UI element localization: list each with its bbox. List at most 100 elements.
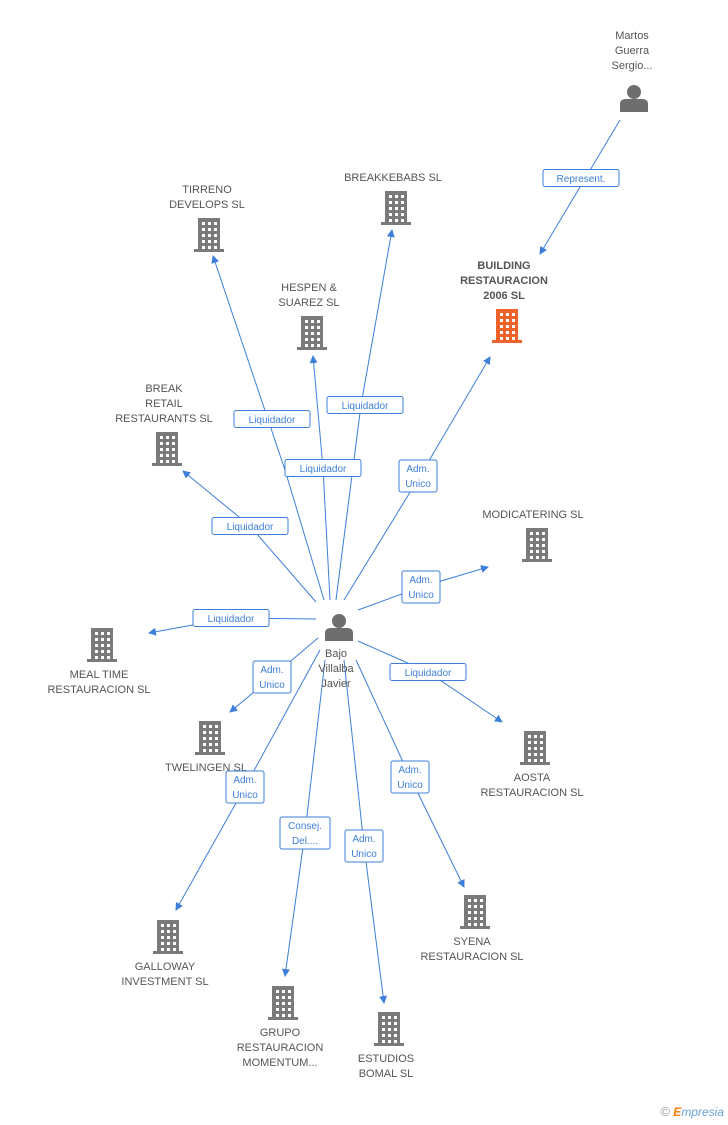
building-window bbox=[311, 338, 314, 341]
building-window bbox=[500, 313, 503, 316]
building-window bbox=[530, 550, 533, 553]
building-window bbox=[160, 448, 163, 451]
building-window bbox=[101, 650, 104, 653]
building-icon bbox=[152, 432, 182, 466]
building-window bbox=[480, 917, 483, 920]
edge-label-box bbox=[279, 816, 331, 850]
building-window bbox=[173, 936, 176, 939]
building-window bbox=[160, 442, 163, 445]
building-window bbox=[395, 219, 398, 222]
building-window bbox=[542, 556, 545, 559]
node-grupo[interactable]: GRUPORESTAURACIONMOMENTUM... bbox=[237, 986, 324, 1069]
building-window bbox=[394, 1016, 397, 1019]
building-icon bbox=[374, 1012, 404, 1046]
edge-label-bajo-hespen[interactable]: Liquidador bbox=[284, 459, 362, 477]
node-label: RESTAURACION bbox=[460, 275, 548, 287]
building-window bbox=[95, 650, 98, 653]
building-window bbox=[208, 234, 211, 237]
building-window bbox=[282, 1008, 285, 1011]
node-hespen[interactable]: HESPEN &SUAREZ SL bbox=[278, 282, 340, 350]
edge-label-bajo-building[interactable]: Adm.Unico bbox=[398, 459, 438, 493]
node-label: TIRRENO bbox=[182, 184, 232, 196]
building-window bbox=[305, 338, 308, 341]
building-window bbox=[203, 737, 206, 740]
building-window bbox=[209, 743, 212, 746]
edge-label-bajo-break[interactable]: Liquidador bbox=[211, 517, 289, 535]
building-window bbox=[474, 899, 477, 902]
edge-label-bajo-twelingen[interactable]: Adm.Unico bbox=[252, 660, 292, 694]
building-window bbox=[173, 930, 176, 933]
node-martos[interactable]: MartosGuerraSergio... bbox=[612, 30, 653, 112]
building-window bbox=[468, 905, 471, 908]
building-window bbox=[161, 948, 164, 951]
empresia-brand: © Empresia bbox=[660, 1104, 724, 1119]
node-label: MEAL TIME bbox=[70, 669, 129, 681]
building-window bbox=[203, 743, 206, 746]
building-window bbox=[101, 632, 104, 635]
building-window bbox=[506, 319, 509, 322]
building-window bbox=[288, 1014, 291, 1017]
edge-label-text: Liquidador bbox=[300, 464, 347, 475]
building-icon bbox=[194, 218, 224, 252]
building-window bbox=[388, 1040, 391, 1043]
edge-label-bajo-grupo[interactable]: Consej.Del.... bbox=[279, 816, 331, 850]
building-icon bbox=[297, 316, 327, 350]
building-window bbox=[401, 207, 404, 210]
building-window bbox=[166, 436, 169, 439]
building-window bbox=[512, 337, 515, 340]
node-label: RESTAURACION bbox=[237, 1042, 324, 1054]
building-window bbox=[382, 1040, 385, 1043]
edge-label-martos-building[interactable]: Represent. bbox=[542, 169, 620, 187]
edge-label-bajo-estudios[interactable]: Adm.Unico bbox=[344, 829, 384, 863]
edge-label-bajo-tirreno[interactable]: Liquidador bbox=[233, 410, 311, 428]
building-window bbox=[500, 337, 503, 340]
node-breakkebabs[interactable]: BREAKKEBABS SL bbox=[344, 172, 442, 225]
node-label: HESPEN & bbox=[281, 282, 337, 294]
building-window bbox=[395, 213, 398, 216]
node-modicatering[interactable]: MODICATERING SL bbox=[482, 509, 584, 562]
building-window bbox=[528, 741, 531, 744]
building-base bbox=[492, 340, 522, 343]
building-window bbox=[160, 436, 163, 439]
node-label: RESTAURACION SL bbox=[420, 951, 523, 963]
building-window bbox=[394, 1040, 397, 1043]
edge-label-box bbox=[398, 459, 438, 493]
building-window bbox=[305, 332, 308, 335]
node-label: BREAK bbox=[145, 383, 183, 395]
edge-label-bajo-aosta[interactable]: Liquidador bbox=[389, 663, 467, 681]
edge-label-bajo-modicatering[interactable]: Adm.Unico bbox=[401, 570, 441, 604]
building-window bbox=[167, 930, 170, 933]
node-label: BREAKKEBABS SL bbox=[344, 172, 442, 184]
edge-label-bajo-breakkebabs[interactable]: Liquidador bbox=[326, 396, 404, 414]
building-window bbox=[468, 917, 471, 920]
building-window bbox=[534, 741, 537, 744]
edge-label-text: Del.... bbox=[292, 836, 318, 847]
building-window bbox=[394, 1022, 397, 1025]
building-window bbox=[202, 234, 205, 237]
edge-label-bajo-mealtime[interactable]: Liquidador bbox=[192, 609, 270, 627]
building-window bbox=[167, 942, 170, 945]
edge-label-text: Adm. bbox=[260, 665, 283, 676]
building-window bbox=[317, 320, 320, 323]
building-window bbox=[474, 917, 477, 920]
building-base bbox=[152, 463, 182, 466]
building-window bbox=[389, 213, 392, 216]
building-window bbox=[209, 731, 212, 734]
node-twelingen[interactable]: TWELINGEN SL bbox=[165, 721, 247, 774]
building-base bbox=[87, 659, 117, 662]
building-window bbox=[202, 228, 205, 231]
building-window bbox=[172, 436, 175, 439]
edge-label-text: Liquidador bbox=[342, 401, 389, 412]
edge-label-bajo-galloway[interactable]: Adm.Unico bbox=[225, 770, 265, 804]
edge-label-bajo-syena[interactable]: Adm.Unico bbox=[390, 760, 430, 794]
